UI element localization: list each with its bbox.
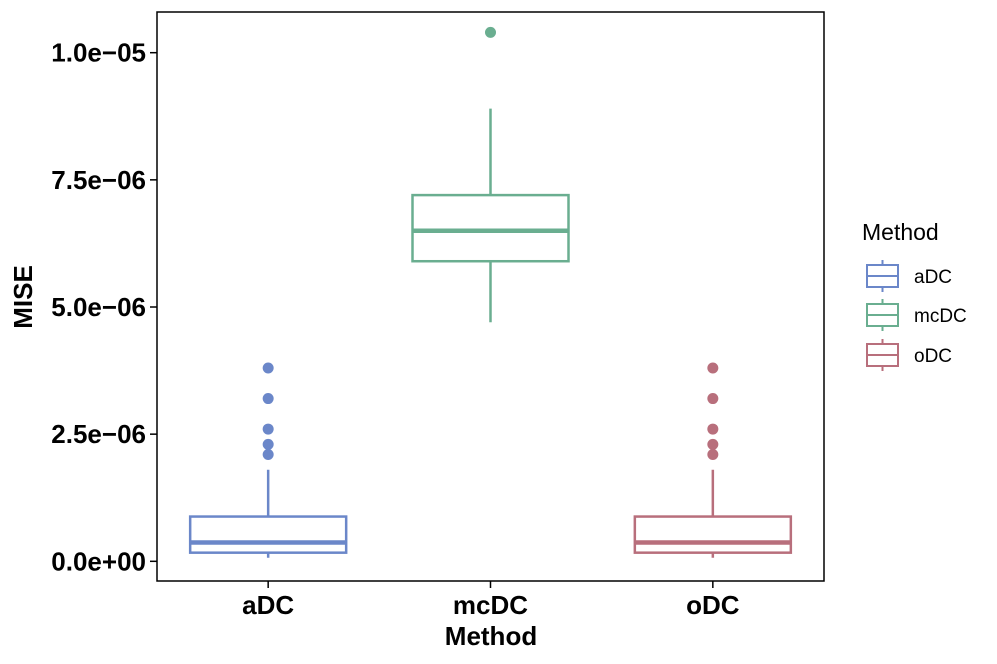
outlier-point <box>707 423 719 435</box>
x-axis: aDC mcDC oDC <box>242 581 740 620</box>
legend-item-oDC: oDC <box>866 339 952 371</box>
iqr-box <box>633 515 793 554</box>
x-tick-label: mcDC <box>453 590 528 620</box>
y-axis: 0.0e+00 2.5e−06 5.0e−06 7.5e−06 1.0e−05 <box>51 38 157 576</box>
outlier-point <box>262 423 274 435</box>
x-tick-label: oDC <box>686 590 740 620</box>
iqr-box <box>188 515 348 554</box>
outlier-point <box>707 449 719 461</box>
y-tick-label: 1.0e−05 <box>51 38 146 68</box>
x-tick-label: aDC <box>242 590 294 620</box>
legend-label: oDC <box>914 346 952 367</box>
y-axis-title: MISE <box>8 265 38 329</box>
outlier-point <box>262 449 274 461</box>
iqr-box <box>411 193 570 263</box>
legend-label: mcDC <box>914 306 967 327</box>
y-tick-label: 5.0e−06 <box>51 292 146 322</box>
y-tick-label: 0.0e+00 <box>51 546 146 576</box>
legend: Method aDC mcDC oDC <box>862 219 967 371</box>
outlier-point <box>707 362 719 374</box>
legend-item-mcDC: mcDC <box>866 299 967 331</box>
outlier-point <box>262 362 274 374</box>
legend-item-aDC: aDC <box>866 260 952 292</box>
y-tick-label: 7.5e−06 <box>51 165 146 195</box>
legend-title: Method <box>862 219 939 245</box>
outlier-point <box>262 438 274 450</box>
x-axis-title: Method <box>445 621 537 651</box>
outlier-point <box>262 393 274 405</box>
legend-label: aDC <box>914 267 952 288</box>
outlier-point <box>707 393 719 405</box>
box-mcDC <box>411 26 570 323</box>
box-aDC <box>188 362 348 558</box>
box-oDC <box>633 362 793 558</box>
y-tick-label: 2.5e−06 <box>51 419 146 449</box>
boxes-layer <box>188 26 793 558</box>
outlier-point <box>707 438 719 450</box>
outlier-point <box>485 26 496 38</box>
